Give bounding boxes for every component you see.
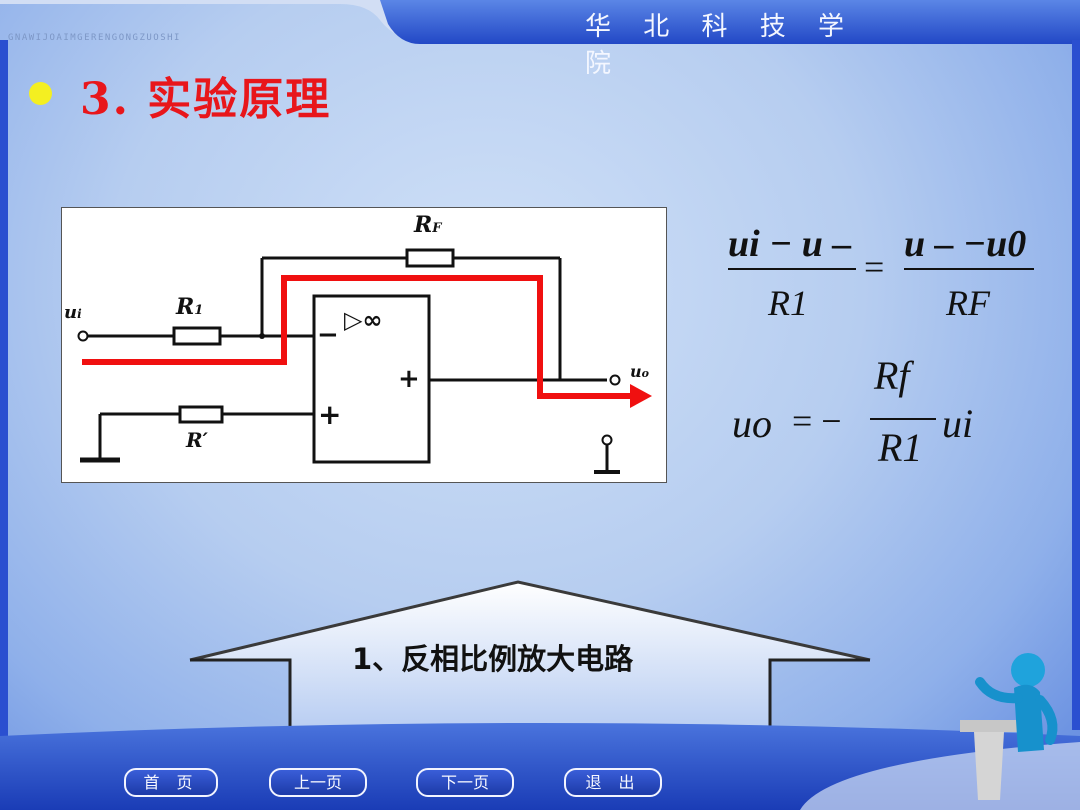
formula2-rhs: ui [942, 401, 974, 446]
label-rprime: R′ [186, 428, 208, 452]
bullet-dot [29, 82, 52, 105]
output-sign: + [398, 364, 420, 394]
formula1-den-left: R1 [768, 283, 808, 323]
formula2-lhs: uo [732, 401, 772, 446]
nav-next-button[interactable]: 下一页 [416, 768, 514, 797]
banner-label: 1、反相比例放大电路 [352, 642, 634, 676]
noninverting-sign: + [318, 398, 342, 431]
school-name: 华 北 科 技 学 院 [585, 12, 857, 79]
formula2-den: R1 [878, 425, 923, 470]
nav-home-button[interactable]: 首 页 [124, 768, 218, 797]
label-uo: uo [630, 362, 649, 381]
nav-exit-button[interactable]: 退 出 [564, 768, 662, 797]
opamp-symbol: ▷∞ [344, 306, 383, 334]
slide-heading: 3. 实验原理 [80, 74, 332, 125]
formula2-num: Rf [874, 353, 910, 398]
formula1-bar-right [904, 268, 1034, 270]
header-band [0, 0, 1080, 44]
label-rf: RF [414, 212, 442, 238]
nav-prev-button[interactable]: 上一页 [269, 768, 367, 797]
circuit-diagram: RF R1 R′ ui uo ▷∞ − + + [61, 207, 667, 483]
inverting-sign: − [317, 320, 339, 350]
formula1-bar-left [728, 268, 856, 270]
formula1-num-right: u – −u0 [904, 223, 1027, 265]
header-tagline: GNAWIJOAIMGERENGONGZUOSHI [8, 33, 181, 43]
formula1-den-right: RF [946, 283, 990, 323]
formula2-bar [870, 418, 936, 420]
presenter-figure-icon [960, 653, 1058, 800]
formula1-equals: = [864, 247, 885, 287]
label-r1: R1 [176, 294, 204, 320]
formula2-eq: = − [792, 401, 842, 441]
formula1-num-left: ui − u – [728, 223, 852, 265]
label-ui: ui [64, 302, 82, 323]
